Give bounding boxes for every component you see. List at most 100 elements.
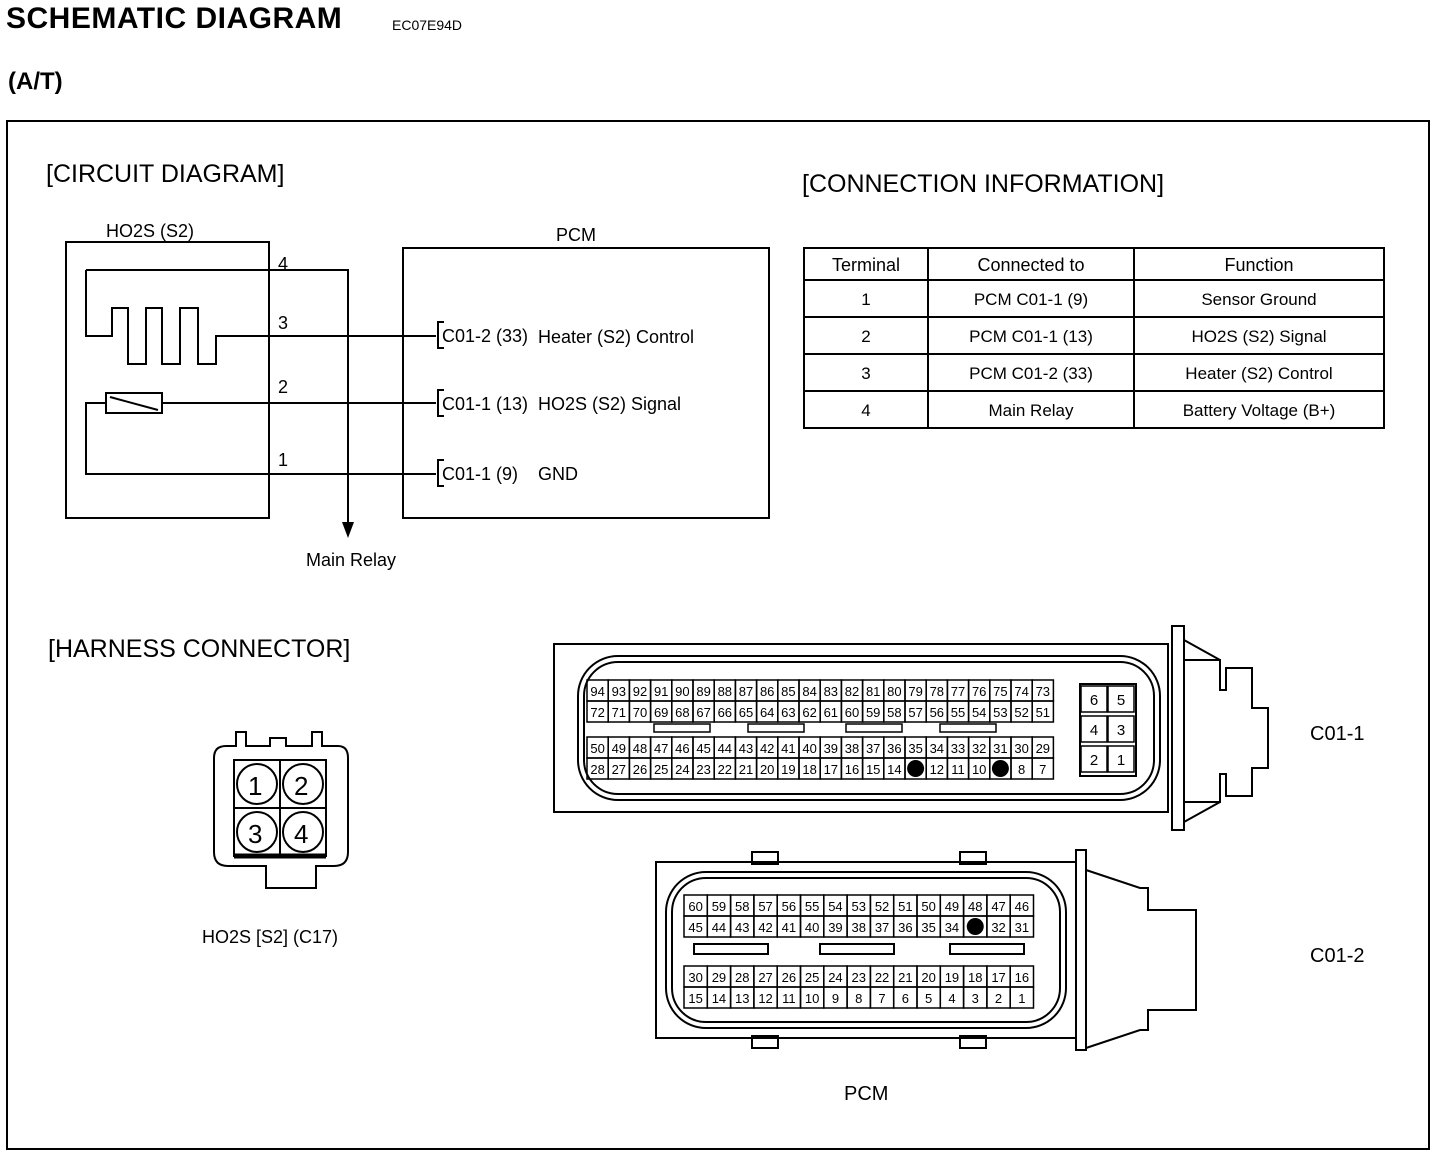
pin-number: 60 <box>688 899 702 914</box>
pin-cell <box>1031 757 1055 780</box>
pin-number: 23 <box>852 970 866 985</box>
pin-number: 30 <box>688 970 702 985</box>
pin-number-2: 2 <box>278 377 288 397</box>
pin-number: 45 <box>688 920 702 935</box>
table-header-cell: Function <box>1224 255 1293 275</box>
pin-number: 24 <box>675 762 689 777</box>
pin-number: 71 <box>612 705 626 720</box>
pin-number: 28 <box>590 762 604 777</box>
pin-plug-dot <box>907 760 925 777</box>
pin-number: 67 <box>696 705 710 720</box>
pin-cell <box>1080 745 1108 773</box>
pin-number: 90 <box>675 684 689 699</box>
table-cell: PCM C01-1 (13) <box>969 327 1093 346</box>
ground-loop <box>85 402 436 475</box>
pin-number: 66 <box>718 705 732 720</box>
table-header-cell: Connected to <box>977 255 1084 275</box>
pin-number: 11 <box>951 762 965 777</box>
pin-number: 19 <box>945 970 959 985</box>
pcm-terminal-conn: C01-2 (33) <box>442 326 528 346</box>
pcm-terminal-bracket <box>437 321 444 349</box>
pin-number: 8 <box>1018 762 1025 777</box>
pin-number: 77 <box>951 684 965 699</box>
pin-cell <box>1009 915 1035 938</box>
table-cell: Battery Voltage (B+) <box>1183 401 1336 420</box>
pin-number: 54 <box>828 899 842 914</box>
pin-number: 33 <box>951 741 965 756</box>
pin-number: 83 <box>824 684 838 699</box>
pin-number: 40 <box>805 920 819 935</box>
pin-number: 79 <box>908 684 922 699</box>
pin-number: 80 <box>887 684 901 699</box>
sensor-box <box>65 241 270 519</box>
pin-number: 48 <box>633 741 647 756</box>
pin-number: 39 <box>824 741 838 756</box>
pin-number: 59 <box>712 899 726 914</box>
pin-number: 49 <box>945 899 959 914</box>
pin-number: 41 <box>781 741 795 756</box>
pin-number: 44 <box>718 741 732 756</box>
pcm-terminal-conn: C01-1 (9) <box>442 464 518 484</box>
pin-number: 24 <box>828 970 842 985</box>
pin-number: 36 <box>887 741 901 756</box>
pin-number: 17 <box>991 970 1005 985</box>
connection-section-title: [CONNECTION INFORMATION] <box>802 170 1164 198</box>
pin-plug-dot <box>991 760 1009 777</box>
pin-number: 48 <box>968 899 982 914</box>
table-cell: 3 <box>861 364 870 383</box>
table-cell: Sensor Ground <box>1201 290 1316 309</box>
pin-number: 31 <box>1015 920 1029 935</box>
pcm-terminal-bracket <box>437 459 444 487</box>
pin-number: 46 <box>675 741 689 756</box>
pin-number: 38 <box>845 741 859 756</box>
pin-number: 12 <box>758 991 772 1006</box>
pcm-box-label: PCM <box>556 225 596 245</box>
pin-number: 3 <box>972 991 979 1006</box>
pin-number: 29 <box>1036 741 1050 756</box>
pin-cell <box>1080 715 1108 743</box>
pin-number: 52 <box>1014 705 1028 720</box>
pin-number: 40 <box>802 741 816 756</box>
pin-cell <box>1080 685 1108 713</box>
pin-number: 54 <box>972 705 986 720</box>
pin-number: 57 <box>908 705 922 720</box>
main-relay-label: Main Relay <box>306 550 396 570</box>
pin-number: 10 <box>972 762 986 777</box>
pin-number: 31 <box>993 741 1007 756</box>
pin-number: 30 <box>1014 741 1028 756</box>
document-code: EC07E94D <box>392 17 463 33</box>
pin-number: 11 <box>782 991 796 1006</box>
pin-number: 18 <box>802 762 816 777</box>
table-cell: PCM C01-2 (33) <box>969 364 1093 383</box>
heater-coil <box>85 270 436 365</box>
pin-number: 86 <box>760 684 774 699</box>
pin-number: 70 <box>633 705 647 720</box>
pin-number: 42 <box>758 920 772 935</box>
connection-table <box>803 247 1385 429</box>
pin-number: 53 <box>993 705 1007 720</box>
pcm-terminal-name: HO2S (S2) Signal <box>538 394 681 414</box>
pin-number: 69 <box>654 705 668 720</box>
pin-number: 5 <box>1117 692 1125 709</box>
pin-number-3: 3 <box>278 313 288 333</box>
pcm-terminal-name: GND <box>538 464 578 484</box>
pin-number: 64 <box>760 705 774 720</box>
pin-number: 68 <box>675 705 689 720</box>
pin-number: 39 <box>828 920 842 935</box>
pin-number: 75 <box>993 684 1007 699</box>
pin-cell <box>1107 745 1135 773</box>
pcm-terminal-name: Heater (S2) Control <box>538 327 694 347</box>
pin-number: 76 <box>972 684 986 699</box>
c011-label: C01-1 <box>1310 723 1364 745</box>
pin-number: 36 <box>898 920 912 935</box>
pin-number: 82 <box>845 684 859 699</box>
pin-number: 47 <box>654 741 668 756</box>
pin-number: 65 <box>739 705 753 720</box>
pin-number: 4 <box>1090 722 1098 739</box>
pin-number: 13 <box>735 991 749 1006</box>
pin-number: 20 <box>760 762 774 777</box>
pcm-terminal-conn: C01-1 (13) <box>442 394 528 414</box>
pcm-box <box>402 247 770 519</box>
pin-number: 89 <box>696 684 710 699</box>
